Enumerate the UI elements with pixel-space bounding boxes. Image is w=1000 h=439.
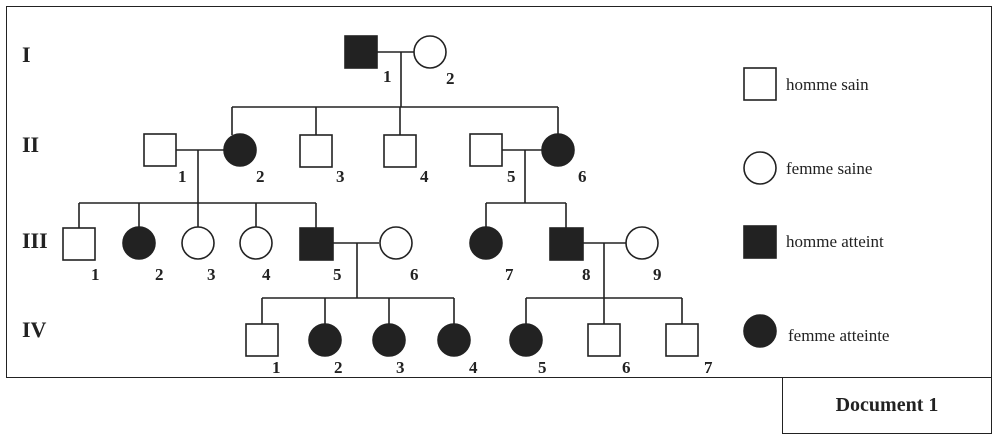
legend-label-affected-male: homme atteint bbox=[786, 232, 884, 251]
individual-number: 2 bbox=[334, 358, 343, 377]
pedigree-frame bbox=[6, 6, 992, 378]
individual-number: 8 bbox=[582, 265, 591, 284]
individual-number: 2 bbox=[256, 167, 265, 186]
individual-III-6 bbox=[379, 226, 413, 260]
generation-label-III: III bbox=[22, 228, 48, 253]
individual-III-3 bbox=[181, 226, 215, 260]
individual-number: 1 bbox=[178, 167, 187, 186]
individual-IV-6 bbox=[587, 323, 621, 357]
generation-label-IV: IV bbox=[22, 317, 47, 342]
individual-number: 1 bbox=[91, 265, 100, 284]
pedigree-lines bbox=[78, 51, 683, 324]
individual-III-8 bbox=[549, 227, 584, 261]
individual-I-1 bbox=[344, 35, 378, 69]
individual-number: 2 bbox=[446, 69, 455, 88]
individual-III-4 bbox=[239, 226, 273, 260]
healthy-female-circle-icon bbox=[743, 151, 777, 185]
individual-number: 7 bbox=[704, 358, 713, 377]
individual-II-5 bbox=[469, 133, 503, 167]
individual-number: 7 bbox=[505, 265, 514, 284]
individual-number: 5 bbox=[507, 167, 516, 186]
individual-II-2 bbox=[223, 133, 257, 167]
affected-female-filled-circle-icon bbox=[743, 314, 777, 348]
individual-number: 6 bbox=[578, 167, 587, 186]
legend-label-healthy-female: femme saine bbox=[786, 159, 872, 178]
document-label-box: Document 1 bbox=[782, 378, 992, 434]
individual-I-2 bbox=[413, 35, 447, 69]
legend: homme sain femme saine homme atteint fem… bbox=[743, 67, 889, 348]
individual-III-7 bbox=[469, 226, 503, 260]
affected-male-filled-square-icon bbox=[743, 225, 777, 259]
individual-II-3 bbox=[299, 134, 333, 168]
individual-IV-5 bbox=[509, 323, 543, 357]
individual-number: 3 bbox=[336, 167, 345, 186]
individual-number: 6 bbox=[622, 358, 631, 377]
individual-number: 2 bbox=[155, 265, 164, 284]
individual-number: 6 bbox=[410, 265, 419, 284]
individual-III-5 bbox=[299, 227, 334, 261]
individual-number: 5 bbox=[333, 265, 342, 284]
individual-number: 4 bbox=[420, 167, 429, 186]
individual-III-1 bbox=[62, 227, 96, 261]
individual-IV-4 bbox=[437, 323, 471, 357]
individual-number: 4 bbox=[469, 358, 478, 377]
individual-number: 3 bbox=[396, 358, 405, 377]
individual-number: 5 bbox=[538, 358, 547, 377]
individual-III-2 bbox=[122, 226, 156, 260]
individual-number: 4 bbox=[262, 265, 271, 284]
healthy-male-square-icon bbox=[743, 67, 777, 101]
individual-IV-7 bbox=[665, 323, 699, 357]
generation-label-I: I bbox=[22, 42, 31, 67]
individual-number: 1 bbox=[272, 358, 281, 377]
generation-label-II: II bbox=[22, 132, 39, 157]
document-label: Document 1 bbox=[835, 394, 939, 416]
individual-IV-3 bbox=[372, 323, 406, 357]
legend-label-healthy-male: homme sain bbox=[786, 75, 869, 94]
individual-II-1 bbox=[143, 133, 177, 167]
individual-II-4 bbox=[383, 134, 417, 168]
individual-III-9 bbox=[625, 226, 659, 260]
individual-number: 3 bbox=[207, 265, 216, 284]
legend-label-affected-female: femme atteinte bbox=[788, 326, 889, 345]
individual-number: 9 bbox=[653, 265, 662, 284]
individual-IV-1 bbox=[245, 323, 279, 357]
individual-IV-2 bbox=[308, 323, 342, 357]
individual-number: 1 bbox=[383, 67, 392, 86]
individual-II-6 bbox=[541, 133, 575, 167]
